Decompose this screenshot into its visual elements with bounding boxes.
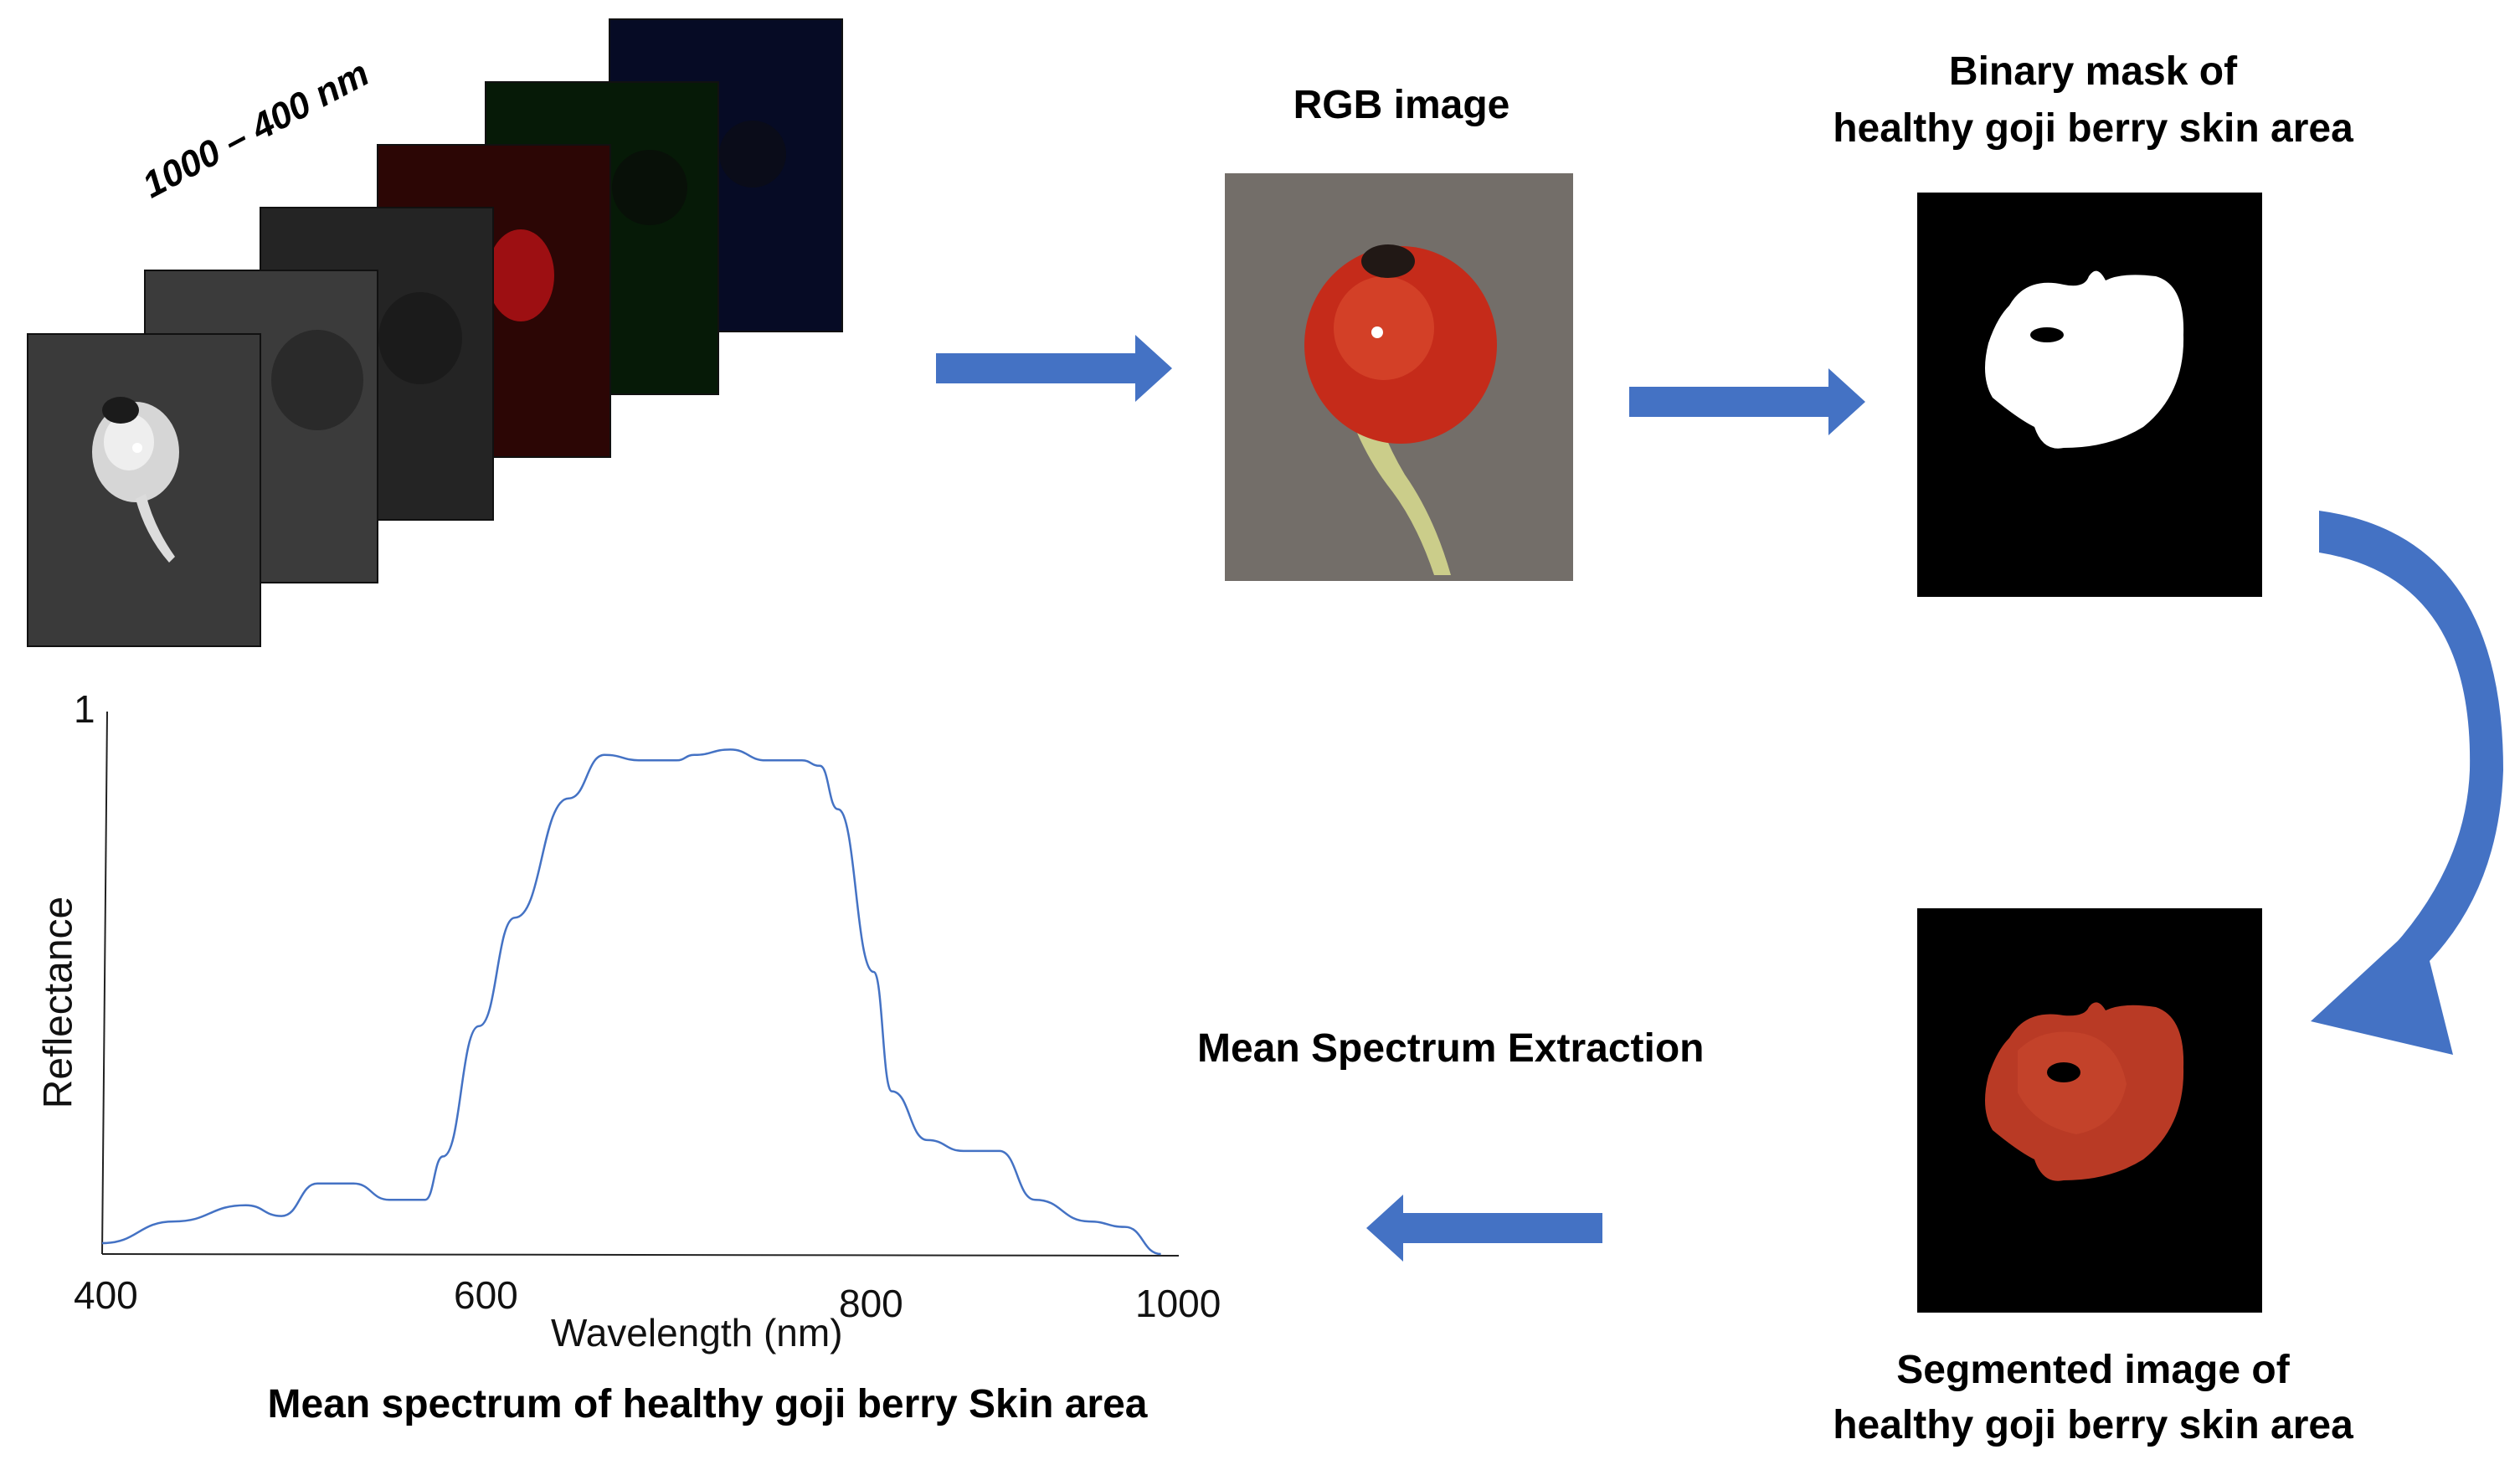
- segmented-title-line2: healthy goji berry skin area: [1833, 1403, 2353, 1447]
- binary-mask-image: [1917, 193, 2262, 597]
- band-layer-nir: [27, 333, 261, 647]
- rgb-image-title: RGB image: [1293, 83, 1510, 127]
- arrow-left-icon: [1366, 1195, 1602, 1262]
- berry-shadow: [719, 121, 786, 188]
- arrow-right-icon: [936, 335, 1172, 402]
- segmented-image: [1917, 908, 2262, 1313]
- berry-shadow: [378, 292, 462, 384]
- x-tick-label: 800: [839, 1282, 903, 1325]
- y-axis-label: Reflectance: [36, 896, 81, 1109]
- curved-arrow-icon: [2311, 511, 2503, 1055]
- berry-shadow: [612, 150, 687, 225]
- chart-caption: Mean spectrum of healthy goji berry Skin…: [267, 1382, 1148, 1426]
- mean-spectrum-extraction-label: Mean Spectrum Extraction: [1197, 1026, 1705, 1071]
- arrow-right-icon: [1629, 368, 1865, 435]
- berry-red-band: [487, 229, 554, 321]
- binary-mask-title-line2: healthy goji berry skin area: [1833, 106, 2353, 151]
- x-axis-label: Wavelength (nm): [551, 1311, 843, 1354]
- segmented-image-title: Segmented image of healthy goji berry sk…: [1758, 1343, 2428, 1453]
- spectrum-chart: 1 Reflectance 400 600 800 1000 Wavelengt…: [0, 686, 1256, 1470]
- binary-mask-title: Binary mask of healthy goji berry skin a…: [1758, 44, 2428, 157]
- berry-grayscale: [92, 397, 179, 563]
- binary-mask-title-line1: Binary mask of: [1948, 49, 2238, 94]
- spectrum-plot: [101, 711, 1180, 1257]
- x-axis: [101, 1253, 1180, 1257]
- spectrum-line: [101, 748, 1161, 1256]
- y-axis: [101, 711, 108, 1255]
- berry-shadow: [271, 330, 363, 430]
- rgb-image: [1225, 173, 1573, 581]
- x-tick-label: 400: [74, 1273, 138, 1317]
- segmented-title-line1: Segmented image of: [1896, 1348, 2290, 1392]
- y-tick-label: 1: [74, 687, 95, 731]
- wavelength-range-label: 1000 – 400 nm: [136, 52, 376, 207]
- x-tick-label: 1000: [1135, 1282, 1221, 1325]
- x-tick-label: 600: [454, 1273, 518, 1317]
